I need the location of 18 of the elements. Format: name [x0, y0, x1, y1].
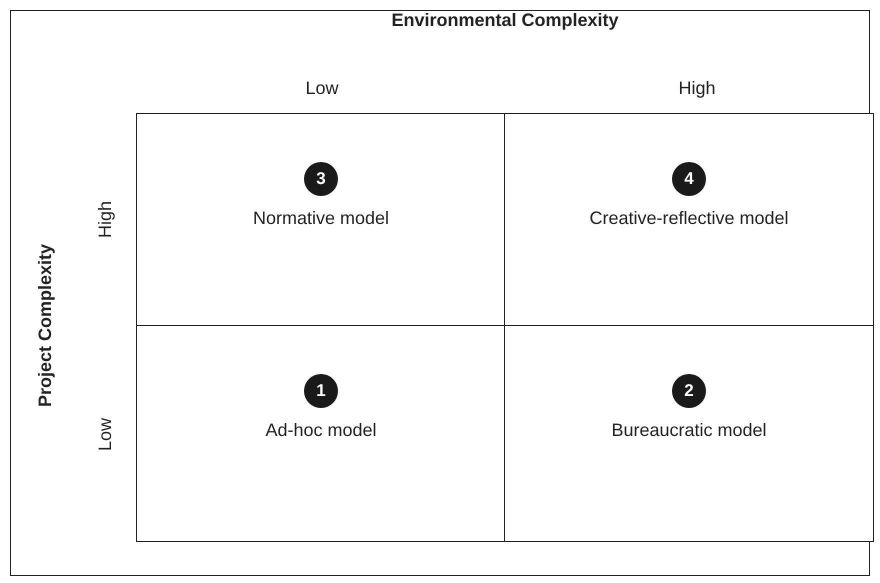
axis-label-vertical: Project Complexity: [34, 243, 56, 407]
axis-label-vertical: High: [94, 200, 116, 238]
quadrant-label: Creative-reflective model: [588, 207, 790, 230]
quadrant-cell: [136, 325, 506, 542]
callout-number: 3: [304, 162, 338, 196]
quadrant-label: Ad-hoc model: [264, 419, 378, 442]
axis-label-vertical: Low: [94, 417, 116, 451]
quadrant-cell: [504, 113, 874, 327]
callout-number: 2: [672, 374, 706, 408]
axis-label: High: [678, 78, 716, 98]
quadrant-cell: [504, 325, 874, 542]
callout-number: 1: [304, 374, 338, 408]
callout-number: 4: [672, 162, 706, 196]
axis-label: Environmental Complexity: [392, 10, 619, 30]
quadrant-label: Normative model: [252, 207, 390, 230]
quadrant-label: Bureaucratic model: [610, 419, 768, 442]
quadrant-cell: [136, 113, 506, 327]
axis-label: Low: [306, 78, 339, 98]
